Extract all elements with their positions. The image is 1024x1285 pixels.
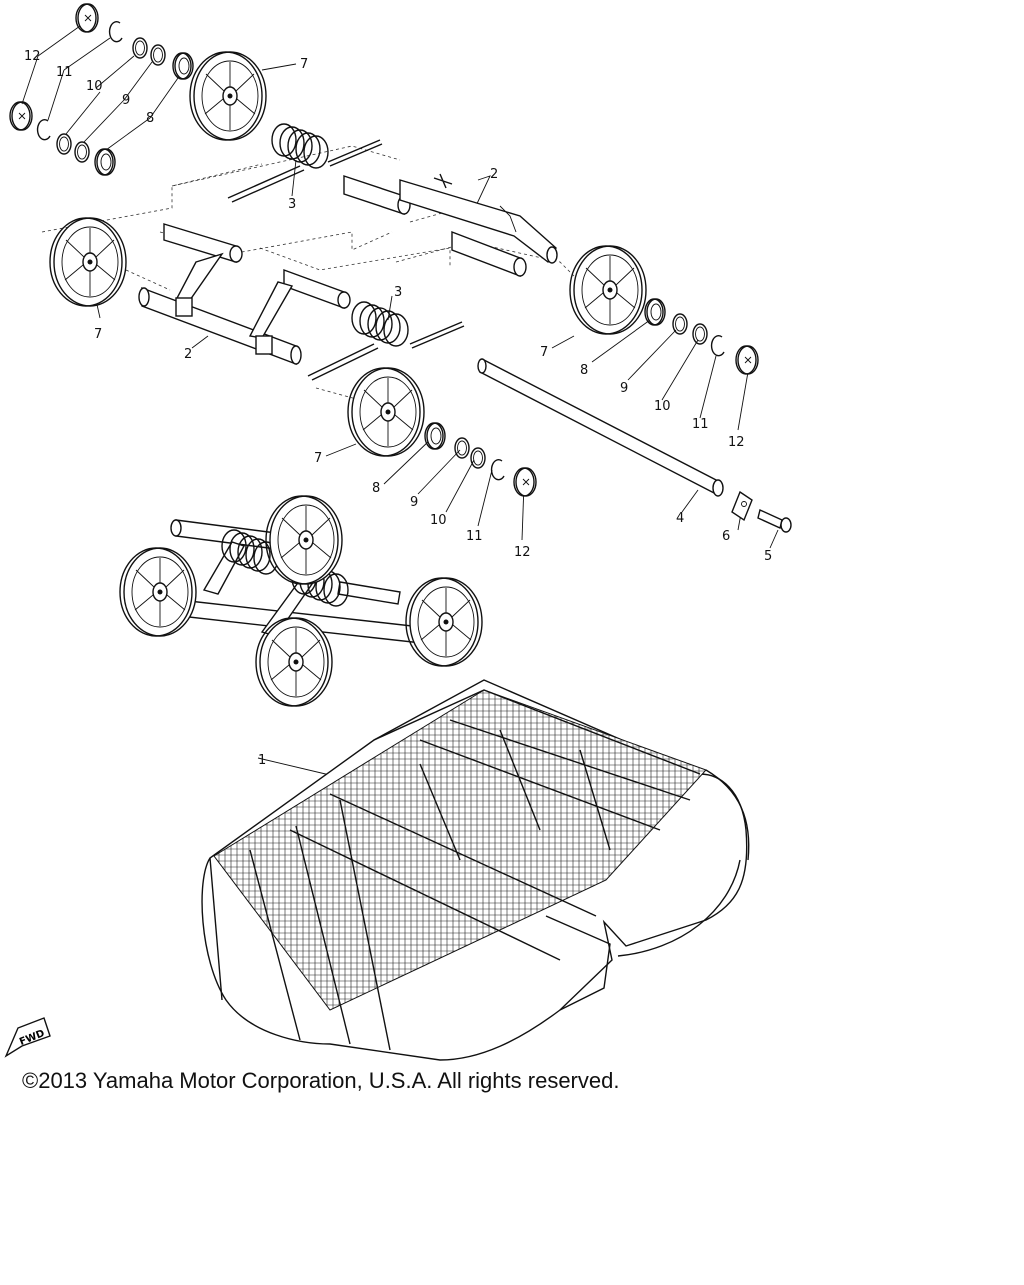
leader-lines (95, 63, 779, 777)
suspension-arm-2-upper (343, 173, 558, 278)
callout-9-center: 9 (410, 495, 418, 510)
suspension-arm-2-lower (138, 223, 351, 366)
callout-7-top: 7 (300, 57, 308, 72)
callout-3-upper: 3 (288, 197, 296, 212)
cap-12-center (513, 467, 537, 497)
washer-6 (731, 490, 753, 522)
callout-8-center: 8 (372, 481, 380, 496)
bolt-5 (757, 509, 792, 533)
callout-8-top: 8 (146, 111, 154, 126)
callout-11-right: 11 (692, 417, 709, 432)
bearing-8-lower (94, 148, 116, 176)
callout-10-right: 10 (654, 399, 671, 414)
assembled-suspension (119, 495, 483, 707)
ring-10-lower (56, 133, 72, 155)
washer-9-center (454, 437, 470, 459)
circlip-11 (108, 21, 123, 43)
idler-wheel-7-right (569, 245, 647, 335)
fwd-arrow-icon: FWD (4, 1017, 51, 1058)
track-1 (201, 679, 750, 1061)
callout-4: 4 (676, 511, 684, 526)
callout-11-top: 11 (56, 65, 73, 80)
callout-11-center: 11 (466, 529, 483, 544)
upper-left-parts-stack (9, 3, 194, 176)
spring-3-upper (227, 123, 383, 203)
callout-3-lower: 3 (394, 285, 402, 300)
callout-7-center: 7 (314, 451, 322, 466)
callout-7-right: 7 (540, 345, 548, 360)
bearing-8-right (644, 298, 666, 326)
callout-9-top: 9 (122, 93, 130, 108)
callout-12-center: 12 (514, 545, 531, 560)
ring-10 (132, 37, 148, 59)
callout-10-center: 10 (430, 513, 447, 528)
cap-12-lower (9, 101, 33, 131)
washer-9-right (672, 313, 688, 335)
callout-8-right: 8 (580, 363, 588, 378)
callout-12-right: 12 (728, 435, 745, 450)
bearing-8 (172, 52, 194, 80)
ring-10-center (470, 447, 486, 469)
callout-9-right: 9 (620, 381, 628, 396)
washer-9-lower (74, 141, 90, 163)
callout-1: 1 (258, 753, 266, 768)
idler-wheel-7-top (189, 51, 267, 141)
circlip-11-lower (36, 119, 51, 141)
spring-3-lower (307, 301, 465, 381)
cap-12 (75, 3, 99, 33)
callout-12-top: 12 (24, 49, 41, 64)
callout-2-lower: 2 (184, 347, 192, 362)
callout-10-top: 10 (86, 79, 103, 94)
center-parts-stack (424, 422, 537, 497)
callout-2-upper: 2 (490, 167, 498, 182)
circlip-11-right (710, 335, 725, 357)
callout-numbers: 1 2 2 3 3 4 5 6 7 7 7 7 8 8 8 9 9 9 10 1… (24, 49, 772, 768)
idler-wheel-7-center (347, 367, 425, 457)
idler-wheel-7-left (49, 217, 127, 307)
callout-6: 6 (722, 529, 730, 544)
cap-12-right (735, 345, 759, 375)
copyright-notice: ©2013 Yamaha Motor Corporation, U.S.A. A… (22, 1068, 620, 1093)
callout-5: 5 (764, 549, 772, 564)
bearing-8-center (424, 422, 446, 450)
ring-10-right (692, 323, 708, 345)
right-parts-stack (644, 298, 759, 375)
callout-7-left: 7 (94, 327, 102, 342)
shaft-4 (477, 358, 724, 497)
washer-9 (150, 44, 166, 66)
circlip-11-center (490, 459, 505, 481)
